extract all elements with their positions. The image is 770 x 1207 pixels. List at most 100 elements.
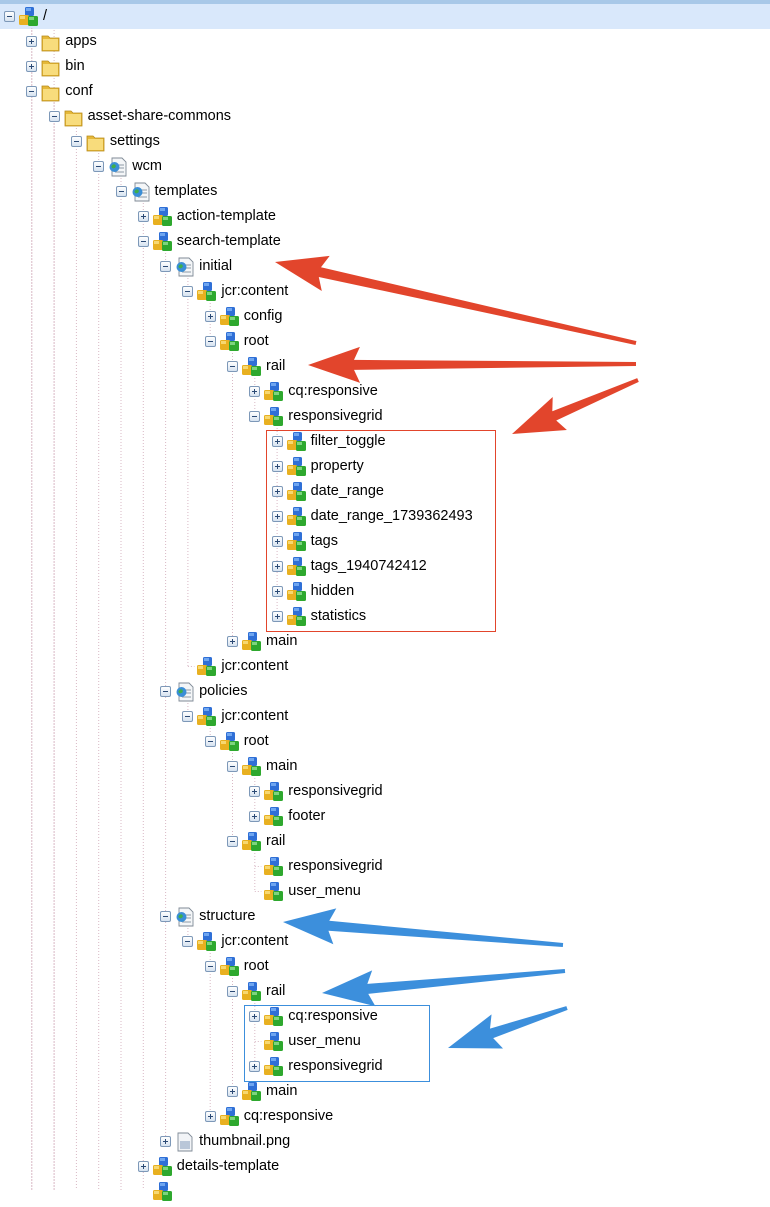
tree-node-label[interactable]: templates (154, 183, 218, 199)
expand-toggle[interactable] (271, 536, 283, 547)
collapse-toggle[interactable] (70, 136, 82, 147)
tree-node-label[interactable]: responsivegrid (288, 858, 383, 874)
tree-node[interactable]: thumbnail.png (160, 1129, 290, 1154)
expand-toggle[interactable] (137, 1161, 149, 1172)
expand-toggle[interactable] (227, 1086, 238, 1097)
expand-toggle[interactable] (249, 786, 261, 797)
tree-node[interactable]: main (227, 1079, 297, 1104)
expand-toggle[interactable] (137, 211, 149, 222)
tree-node[interactable]: asset-share-commons (48, 104, 232, 129)
tree-node-label[interactable]: cq:responsive (243, 1108, 334, 1124)
collapse-toggle[interactable] (249, 411, 261, 422)
tree-node-label[interactable]: details-template (176, 1158, 280, 1174)
tree-node[interactable]: details-template (137, 1154, 280, 1179)
collapse-toggle[interactable] (160, 911, 172, 922)
tree-node[interactable]: tags_1940742412 (271, 554, 427, 579)
tree-node[interactable]: conf (26, 79, 93, 104)
expand-toggle[interactable] (271, 486, 283, 497)
collapse-toggle[interactable] (182, 711, 194, 722)
expand-toggle[interactable] (249, 1011, 261, 1022)
tree-node-label[interactable]: main (266, 633, 298, 649)
tree-node[interactable]: main (227, 629, 297, 654)
tree-node[interactable]: date_range (271, 479, 384, 504)
tree-node[interactable]: jcr:content (182, 279, 288, 304)
tree-node-label[interactable]: user_menu (288, 1033, 361, 1049)
tree-node[interactable]: policies (160, 679, 247, 704)
expand-toggle[interactable] (271, 511, 283, 522)
tree-node-label[interactable]: tags (310, 533, 339, 549)
expand-toggle[interactable] (204, 311, 216, 322)
tree-node-label[interactable]: responsivegrid (288, 783, 383, 799)
tree-node-label[interactable]: root (243, 958, 269, 974)
tree-node[interactable]: search-template (137, 229, 281, 254)
collapse-toggle[interactable] (160, 261, 172, 272)
tree-node[interactable]: settings (70, 129, 160, 154)
tree-node[interactable] (138, 1179, 177, 1204)
collapse-toggle[interactable] (115, 186, 127, 197)
expand-toggle[interactable] (271, 436, 283, 447)
tree-node[interactable]: responsivegrid (249, 779, 383, 804)
tree-node-label[interactable]: thumbnail.png (199, 1133, 291, 1149)
tree-node[interactable]: main (227, 754, 297, 779)
tree-node[interactable]: responsivegrid (249, 854, 383, 879)
tree-node[interactable]: responsivegrid (249, 1054, 383, 1079)
collapse-toggle[interactable] (48, 111, 60, 122)
tree-node[interactable]: action-template (137, 204, 276, 229)
tree-node[interactable]: rail (227, 354, 285, 379)
tree-node[interactable]: tags (271, 529, 339, 554)
expand-toggle[interactable] (26, 36, 38, 47)
tree-node[interactable]: responsivegrid (249, 404, 383, 429)
tree-node-label[interactable]: main (266, 758, 298, 774)
collapse-toggle[interactable] (204, 736, 216, 747)
tree-node-label[interactable]: initial (199, 258, 233, 274)
expand-toggle[interactable] (249, 1061, 261, 1072)
tree-node[interactable]: wcm (93, 154, 162, 179)
expand-toggle[interactable] (160, 1136, 172, 1147)
collapse-toggle[interactable] (160, 686, 172, 697)
tree-node[interactable]: rail (227, 829, 285, 854)
collapse-toggle[interactable] (182, 936, 194, 947)
tree-node-label[interactable]: conf (65, 83, 93, 99)
tree-node[interactable]: jcr:content (182, 704, 288, 729)
tree-node[interactable]: root (204, 729, 269, 754)
tree-node[interactable]: statistics (271, 604, 366, 629)
tree-node-label[interactable]: action-template (176, 208, 276, 224)
tree-node-label[interactable]: jcr:content (221, 658, 289, 674)
expand-toggle[interactable] (271, 561, 283, 572)
expand-toggle[interactable] (204, 1111, 216, 1122)
tree-node-label[interactable]: root (243, 333, 269, 349)
expand-toggle[interactable] (26, 61, 38, 72)
tree-node[interactable]: structure (160, 904, 256, 929)
tree-node-label[interactable]: search-template (176, 233, 281, 249)
tree-node-label[interactable]: bin (65, 58, 85, 74)
tree-node[interactable]: hidden (271, 579, 354, 604)
collapse-toggle[interactable] (93, 161, 105, 172)
tree-node[interactable]: rail (227, 979, 285, 1004)
tree-node-label[interactable]: property (310, 458, 364, 474)
tree-node-label[interactable]: footer (288, 808, 326, 824)
tree-node-label[interactable]: policies (199, 683, 248, 699)
tree-node[interactable]: property (271, 454, 364, 479)
collapse-toggle[interactable] (227, 361, 238, 372)
expand-toggle[interactable] (271, 586, 283, 597)
tree-node[interactable]: filter_toggle (271, 429, 386, 454)
expand-toggle[interactable] (227, 636, 238, 647)
tree-node-label[interactable]: settings (109, 133, 160, 149)
collapse-toggle[interactable] (26, 86, 38, 97)
tree-node-label[interactable]: rail (266, 983, 286, 999)
tree-node-label[interactable]: main (266, 1083, 298, 1099)
expand-toggle[interactable] (249, 811, 261, 822)
tree-node[interactable]: cq:responsive (249, 1004, 378, 1029)
expand-toggle[interactable] (249, 386, 261, 397)
tree-node[interactable]: root (204, 329, 269, 354)
tree-node-label[interactable]: / (43, 8, 48, 24)
collapse-toggle[interactable] (204, 961, 216, 972)
tree-node-label[interactable]: apps (65, 33, 97, 49)
tree-node-label[interactable]: rail (266, 358, 286, 374)
tree-node-label[interactable]: config (243, 308, 283, 324)
tree-node[interactable]: cq:responsive (249, 379, 378, 404)
tree-node[interactable]: user_menu (249, 879, 361, 904)
tree-node[interactable]: root (204, 954, 269, 979)
tree-node-label[interactable]: asset-share-commons (87, 108, 232, 124)
collapse-toggle[interactable] (204, 336, 216, 347)
